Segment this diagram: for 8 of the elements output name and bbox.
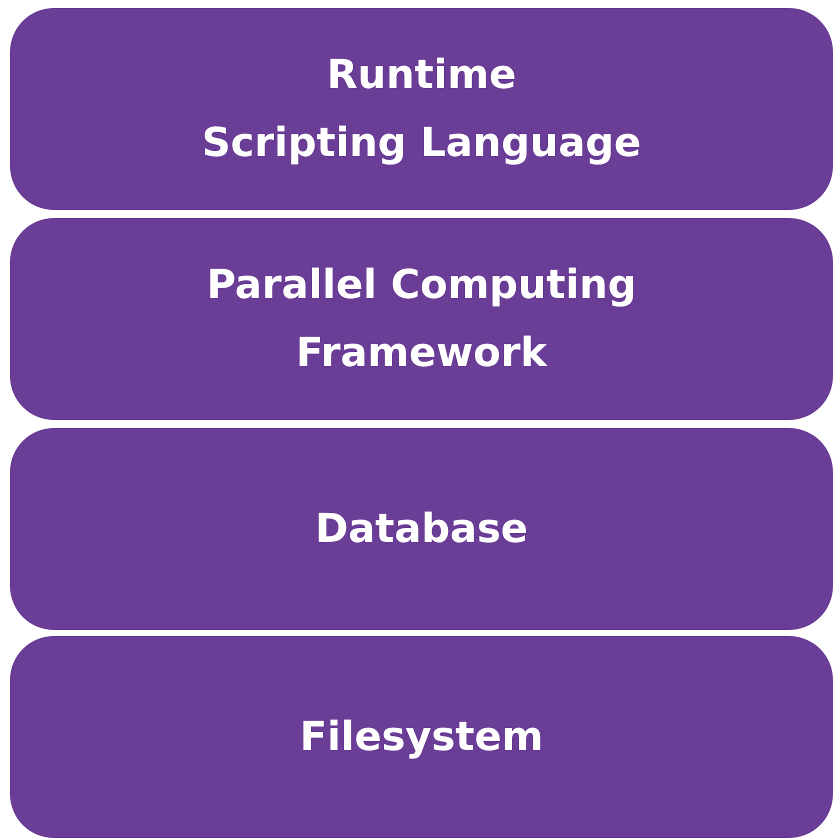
layer-label: Runtime Scripting Language [202, 51, 642, 168]
layer-box [10, 428, 833, 630]
layer-label: Filesystem [300, 713, 544, 762]
layer-box [10, 636, 833, 838]
layer-label: Database [315, 505, 528, 554]
layer-box [10, 8, 833, 210]
layer-box [10, 218, 833, 420]
layer-label: Parallel Computing Framework [206, 261, 636, 378]
